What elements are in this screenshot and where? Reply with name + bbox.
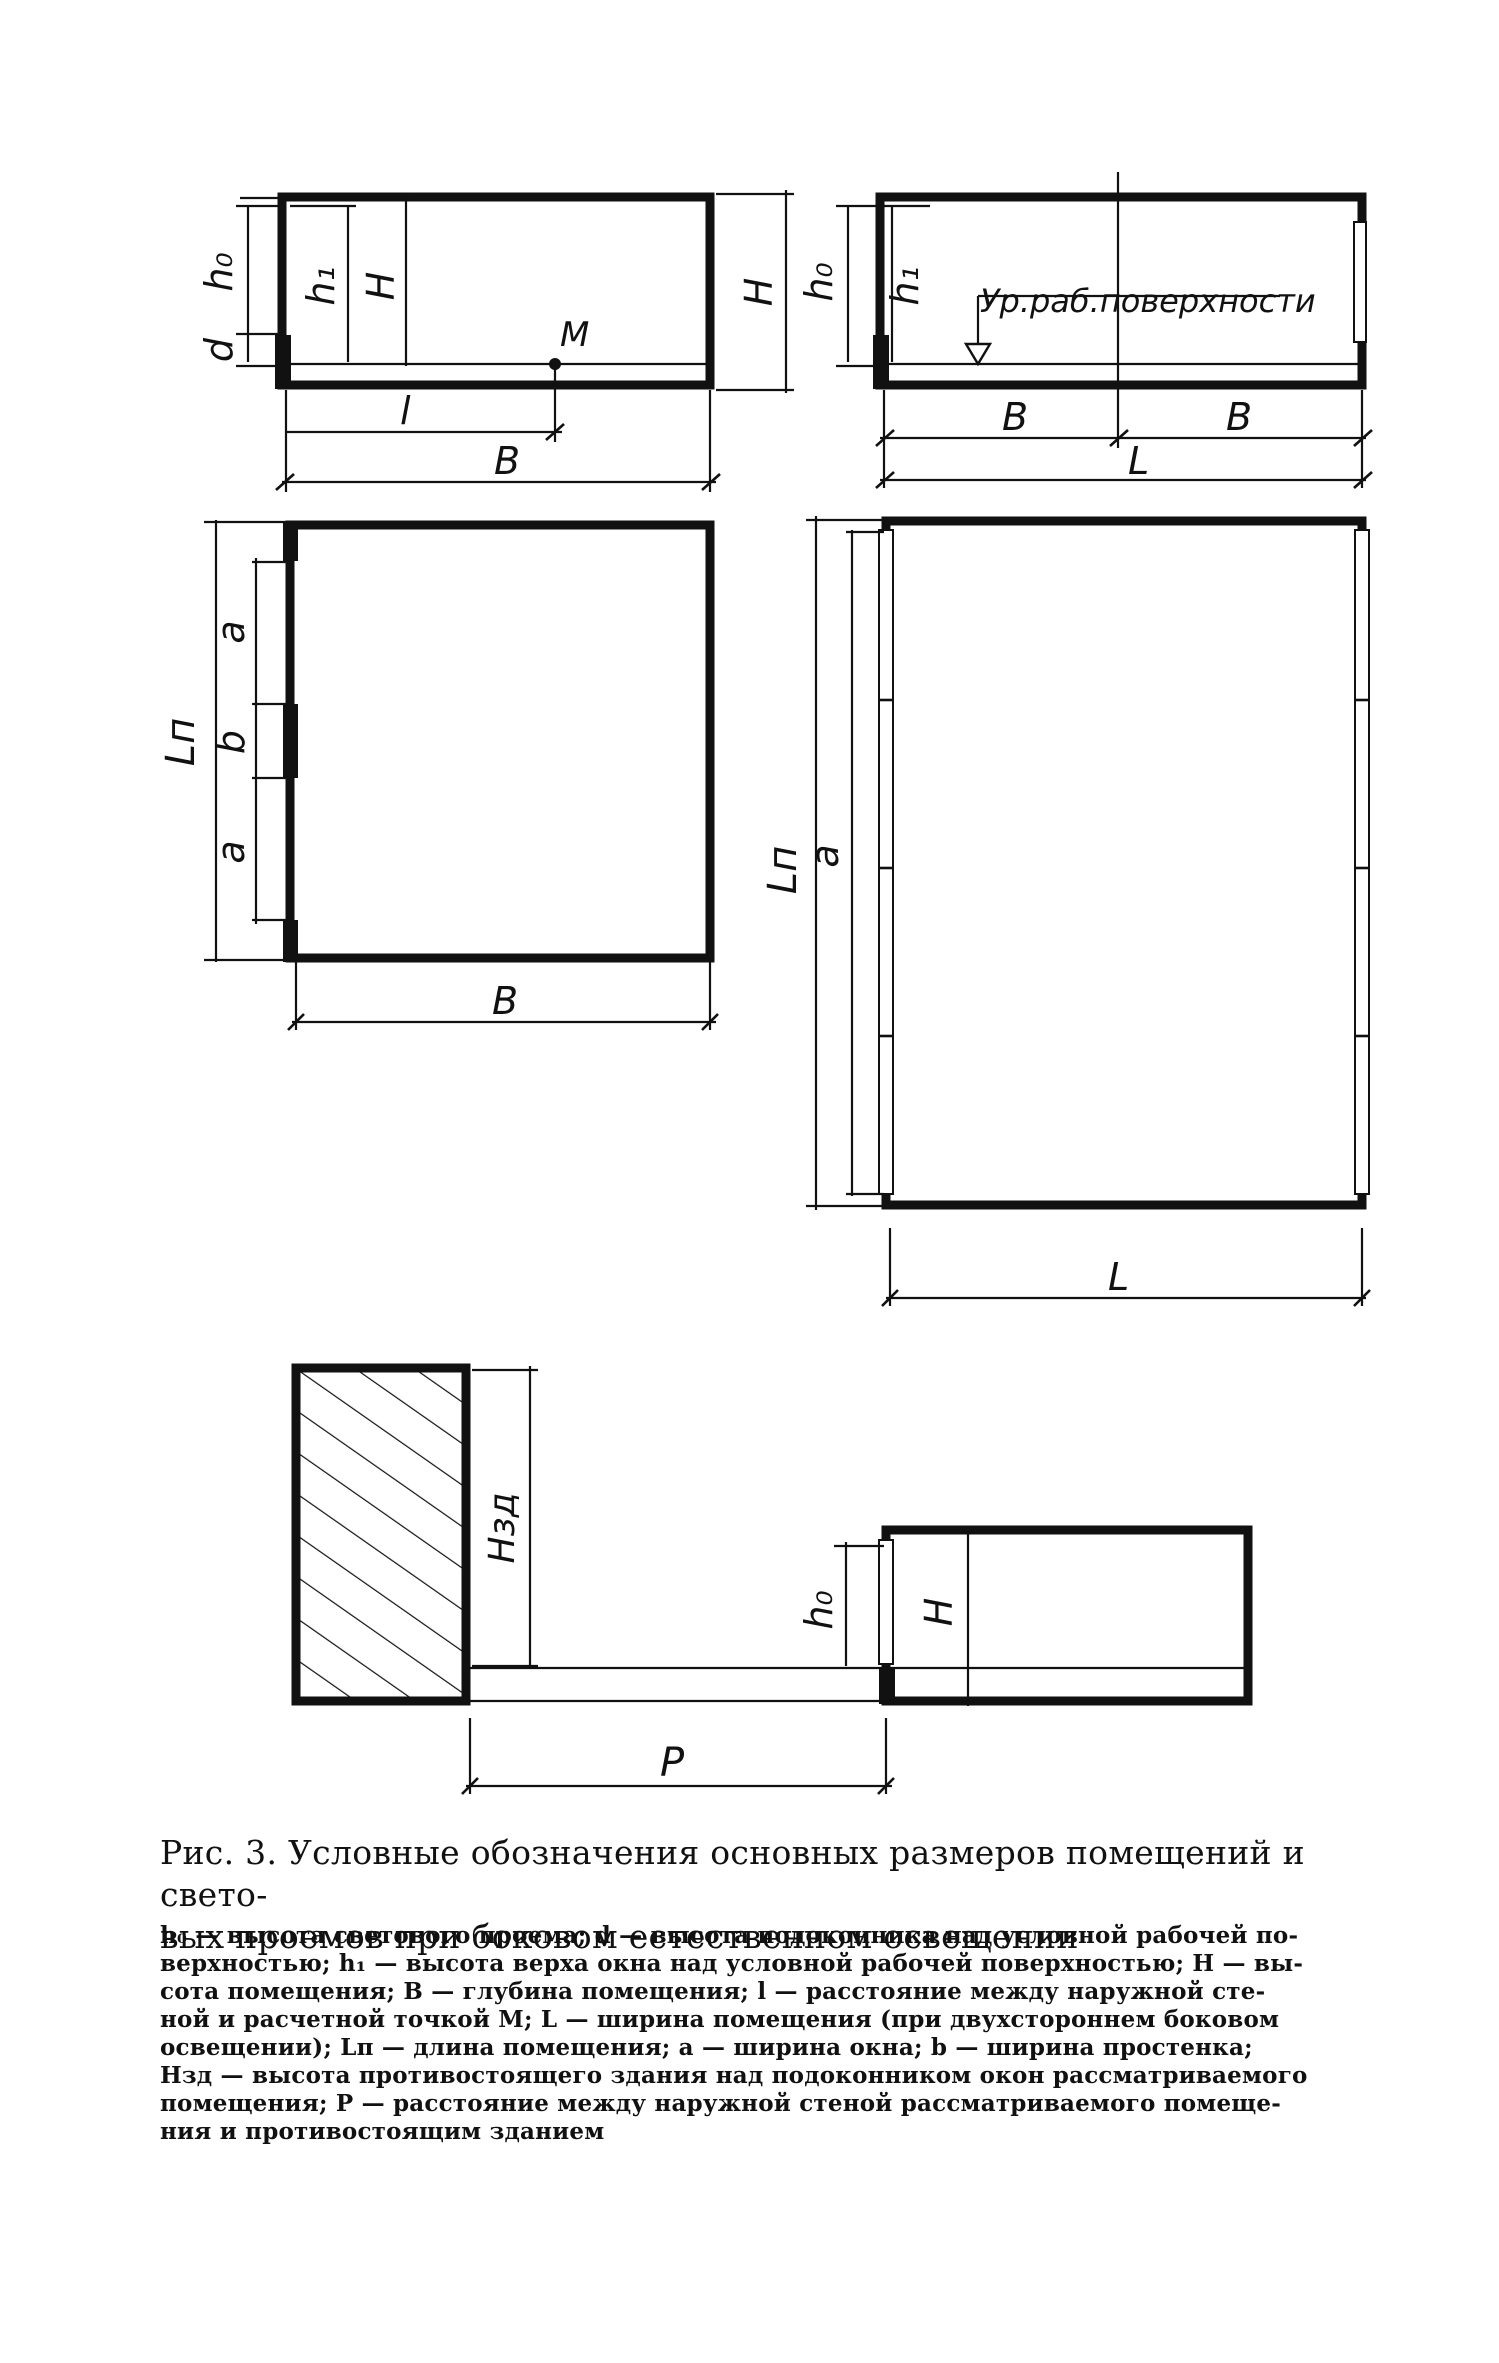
legend-line: Hзд — высота противостоящего здания над … xyxy=(160,2062,1308,2089)
label-B-b2: B xyxy=(1226,395,1252,439)
label-Hzd: Hзд xyxy=(482,1492,523,1563)
label-h0-a: h₀ xyxy=(197,252,241,291)
legend-line: h₀ — высота светового проема; d — высота… xyxy=(160,1922,1299,1949)
label-a-c1: a xyxy=(209,620,253,643)
label-d-a: d xyxy=(197,337,241,362)
label-h1-b: h₁ xyxy=(883,266,927,305)
label-work-surface-level: Ур.раб.поверхности xyxy=(980,282,1316,320)
plan-two-sided xyxy=(806,516,1371,1307)
label-h0-e: h₀ xyxy=(797,1590,841,1629)
label-a-c2: a xyxy=(209,840,253,863)
figure-caption: Рис. 3. Условные обозначения основных ра… xyxy=(160,1832,1360,1958)
label-M: M xyxy=(560,315,589,355)
label-B-a: B xyxy=(494,439,520,483)
label-Ln-d: Lп xyxy=(760,846,806,894)
label-a-d: a xyxy=(803,844,847,867)
label-Ln-c: Lп xyxy=(158,718,204,766)
label-B-c: B xyxy=(492,979,518,1023)
figure-legend: h₀ — высота светового проема; d — высота… xyxy=(160,1922,1360,2146)
label-b-c: b xyxy=(209,730,253,754)
label-L-b: L xyxy=(1128,439,1149,483)
caption-line-2: вых проемов при боковом естественном осв… xyxy=(160,1917,1079,1956)
plan-one-sided xyxy=(204,520,719,1031)
dimension-diagram: h₀ d h₁ H H M l B h₀ h₁ Ур.раб.поверхнос… xyxy=(158,172,1373,1795)
label-L-d: L xyxy=(1108,1255,1129,1299)
legend-line: сота помещения; B — глубина помещения; l… xyxy=(160,1978,1266,2005)
label-l: l xyxy=(400,389,411,433)
label-H-right: H xyxy=(737,278,781,307)
label-H-a: H xyxy=(359,272,403,301)
label-B-b1: B xyxy=(1002,395,1028,439)
legend-line: ния и противостоящим зданием xyxy=(160,2118,605,2145)
label-H-e: H xyxy=(917,1598,961,1627)
caption-line-1: Рис. 3. Условные обозначения основных ра… xyxy=(160,1833,1305,1914)
opposing-building-section xyxy=(291,1363,1253,1795)
section-one-sided xyxy=(236,190,794,492)
legend-line: помещения; P — расстояние между наружной… xyxy=(160,2090,1281,2117)
section-two-sided xyxy=(836,172,1373,489)
legend-line: освещении); Lп — длина помещения; a — ши… xyxy=(160,2034,1253,2061)
label-h0-b: h₀ xyxy=(797,262,841,301)
legend-line: ной и расчетной точкой M; L — ширина пом… xyxy=(160,2006,1280,2033)
label-P: P xyxy=(660,1740,685,1786)
legend-line: верхностью; h₁ — высота верха окна над у… xyxy=(160,1950,1304,1977)
label-h1-a: h₁ xyxy=(299,266,343,305)
